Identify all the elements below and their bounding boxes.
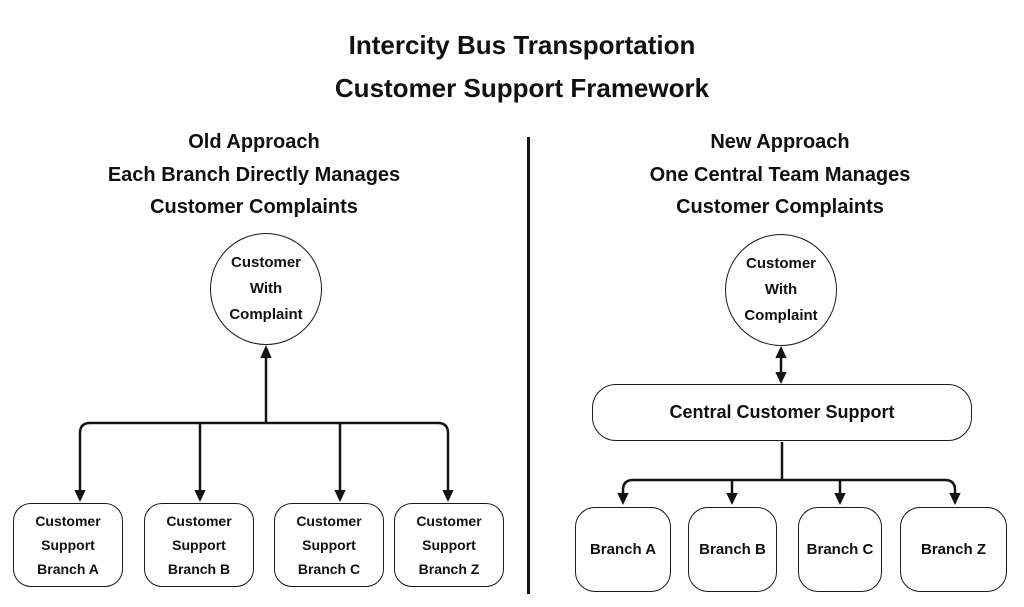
circle-line: Customer [230, 254, 301, 271]
central-customer-support-node: Central Customer Support [592, 384, 972, 441]
branch-node-line: Customer [296, 513, 362, 529]
new-approach-heading-line2: One Central Team Manages [649, 163, 911, 186]
branch-node-line: Branch C [297, 561, 361, 577]
branch-node-customer-support-a: Customer Support Branch A [13, 503, 123, 587]
branch-node-customer-support-z: Customer Support Branch Z [394, 503, 504, 587]
branch-node-label: Branch C [806, 541, 874, 558]
branch-node-line: Branch B [167, 561, 231, 577]
page-title-line2: Customer Support Framework [334, 73, 710, 103]
left-tree-line [78, 421, 450, 491]
old-approach-heading-line1: Old Approach [188, 131, 320, 153]
old-approach-heading-line2: Each Branch Directly Manages [107, 163, 401, 186]
central-box-label: Central Customer Support [669, 402, 895, 422]
circle-line: Complaint [229, 306, 303, 323]
panel-divider [527, 137, 530, 594]
branch-node-customer-support-b: Customer Support Branch B [144, 503, 254, 587]
down-arrowhead-icon [334, 490, 346, 502]
circle-line: With [249, 280, 283, 297]
new-approach-heading: New Approach One Central Team Manages Cu… [580, 126, 980, 224]
customer-with-complaint-node-right: Customer With Complaint [725, 234, 837, 346]
down-arrowhead-icon [834, 493, 846, 505]
circle-line: Complaint [744, 307, 818, 324]
branch-node-line: Support [41, 537, 95, 553]
branch-node-customer-support-c: Customer Support Branch C [274, 503, 384, 587]
up-arrowhead-icon [260, 345, 272, 358]
branch-node-label: Branch B [699, 541, 766, 558]
new-approach-heading-line1: New Approach [710, 131, 850, 153]
down-arrowhead-icon [442, 490, 454, 502]
branch-node-line: Support [172, 537, 226, 553]
branch-node-label: Branch A [589, 541, 657, 558]
branch-node-line: Branch Z [418, 561, 480, 577]
branch-node-line: Customer [166, 513, 232, 529]
down-arrowhead-icon [949, 493, 961, 505]
branch-node-line: Customer [416, 513, 482, 529]
branch-node-c: Branch C [798, 507, 882, 592]
right-tree-line [621, 478, 957, 493]
branch-node-line: Customer [35, 513, 101, 529]
branch-node-line: Support [422, 537, 476, 553]
up-arrowhead-icon [775, 346, 787, 358]
circle-line: With [764, 281, 798, 298]
page-title: Intercity Bus Transportation Customer Su… [22, 24, 1022, 110]
right-connectors [617, 346, 961, 505]
down-arrowhead-icon [726, 493, 738, 505]
left-connectors [74, 345, 454, 502]
branch-node-a: Branch A [575, 507, 671, 592]
branch-node-b: Branch B [688, 507, 777, 592]
customer-with-complaint-node-left: Customer With Complaint [210, 233, 322, 345]
branch-node-line: Branch A [37, 561, 99, 577]
circle-line: Customer [745, 255, 816, 272]
new-approach-heading-line3: Customer Complaints [676, 196, 884, 218]
down-arrowhead-icon [194, 490, 206, 502]
old-approach-heading-line3: Customer Complaints [150, 196, 358, 218]
old-approach-heading: Old Approach Each Branch Directly Manage… [54, 126, 454, 224]
page-title-line1: Intercity Bus Transportation [348, 30, 696, 60]
branch-node-z: Branch Z [900, 507, 1007, 592]
down-arrowhead-icon [617, 493, 629, 505]
down-arrowhead-icon [775, 372, 787, 384]
down-arrowhead-icon [74, 490, 86, 502]
branch-node-label: Branch Z [920, 541, 986, 558]
branch-node-line: Support [302, 537, 356, 553]
